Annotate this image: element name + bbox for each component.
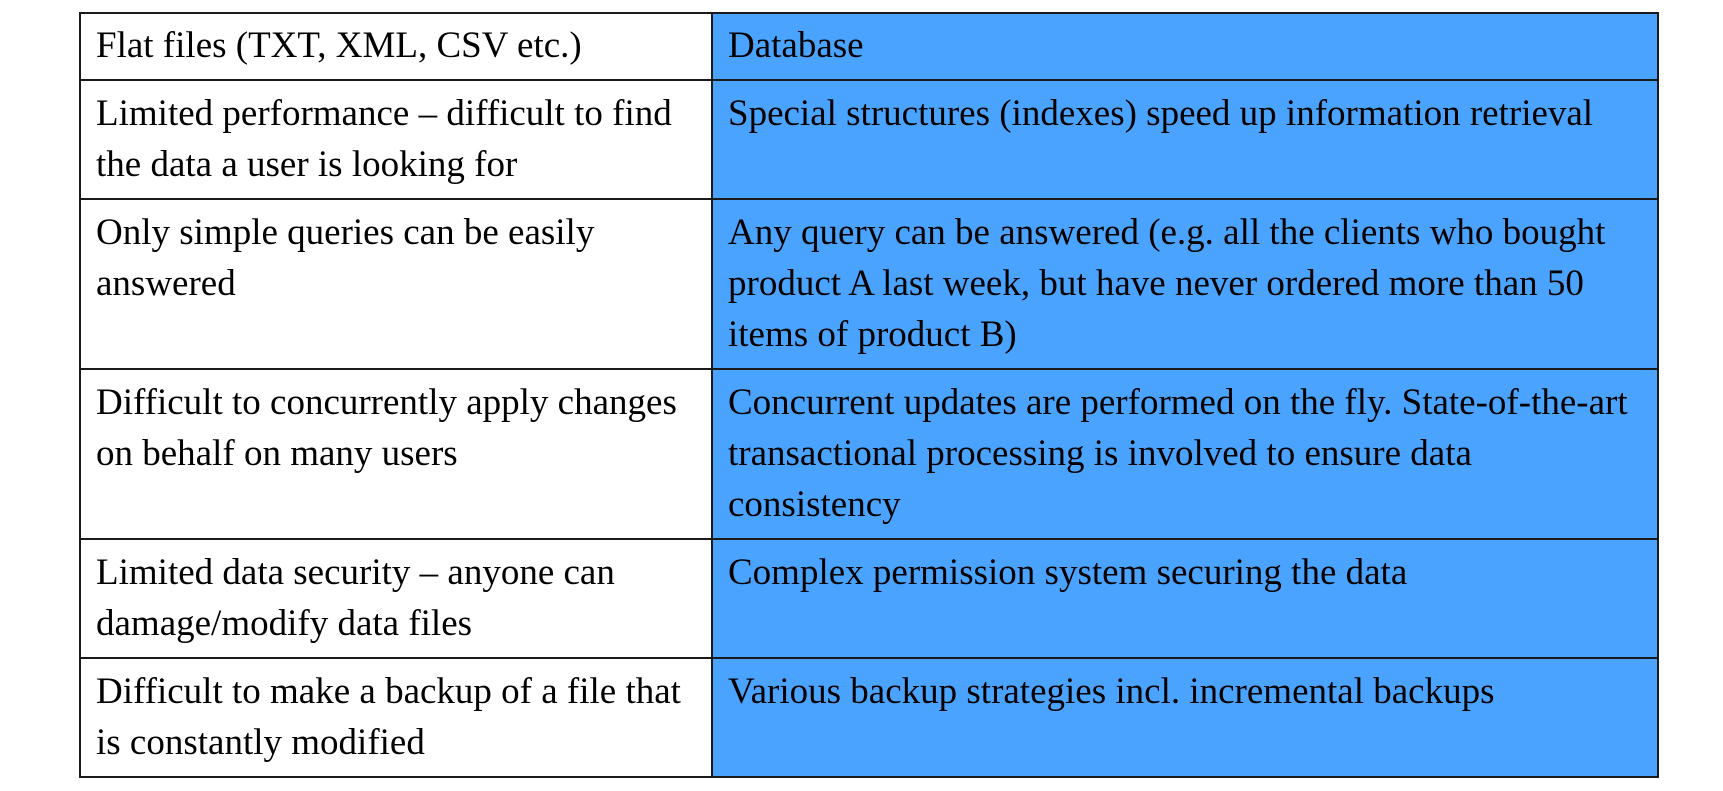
- database-cell: Any query can be answered (e.g. all the …: [711, 198, 1659, 370]
- database-cell: Special structures (indexes) speed up in…: [711, 79, 1659, 200]
- table-row: Limited performance – difficult to find …: [79, 79, 1659, 200]
- table-row: Limited data security – anyone can damag…: [79, 538, 1659, 659]
- header-flat-files: Flat files (TXT, XML, CSV etc.): [79, 12, 713, 81]
- table-row: Difficult to concurrently apply changes …: [79, 368, 1659, 540]
- comparison-table: Flat files (TXT, XML, CSV etc.) Database…: [79, 12, 1659, 778]
- flat-files-cell: Difficult to make a backup of a file tha…: [79, 657, 713, 778]
- header-database: Database: [711, 12, 1659, 81]
- flat-files-cell: Limited performance – difficult to find …: [79, 79, 713, 200]
- table-row: Only simple queries can be easily answer…: [79, 198, 1659, 370]
- flat-files-cell: Limited data security – anyone can damag…: [79, 538, 713, 659]
- database-cell: Complex permission system securing the d…: [711, 538, 1659, 659]
- table-header-row: Flat files (TXT, XML, CSV etc.) Database: [79, 12, 1659, 81]
- flat-files-cell: Difficult to concurrently apply changes …: [79, 368, 713, 540]
- table-row: Difficult to make a backup of a file tha…: [79, 657, 1659, 778]
- database-cell: Various backup strategies incl. incremen…: [711, 657, 1659, 778]
- database-cell: Concurrent updates are performed on the …: [711, 368, 1659, 540]
- flat-files-cell: Only simple queries can be easily answer…: [79, 198, 713, 370]
